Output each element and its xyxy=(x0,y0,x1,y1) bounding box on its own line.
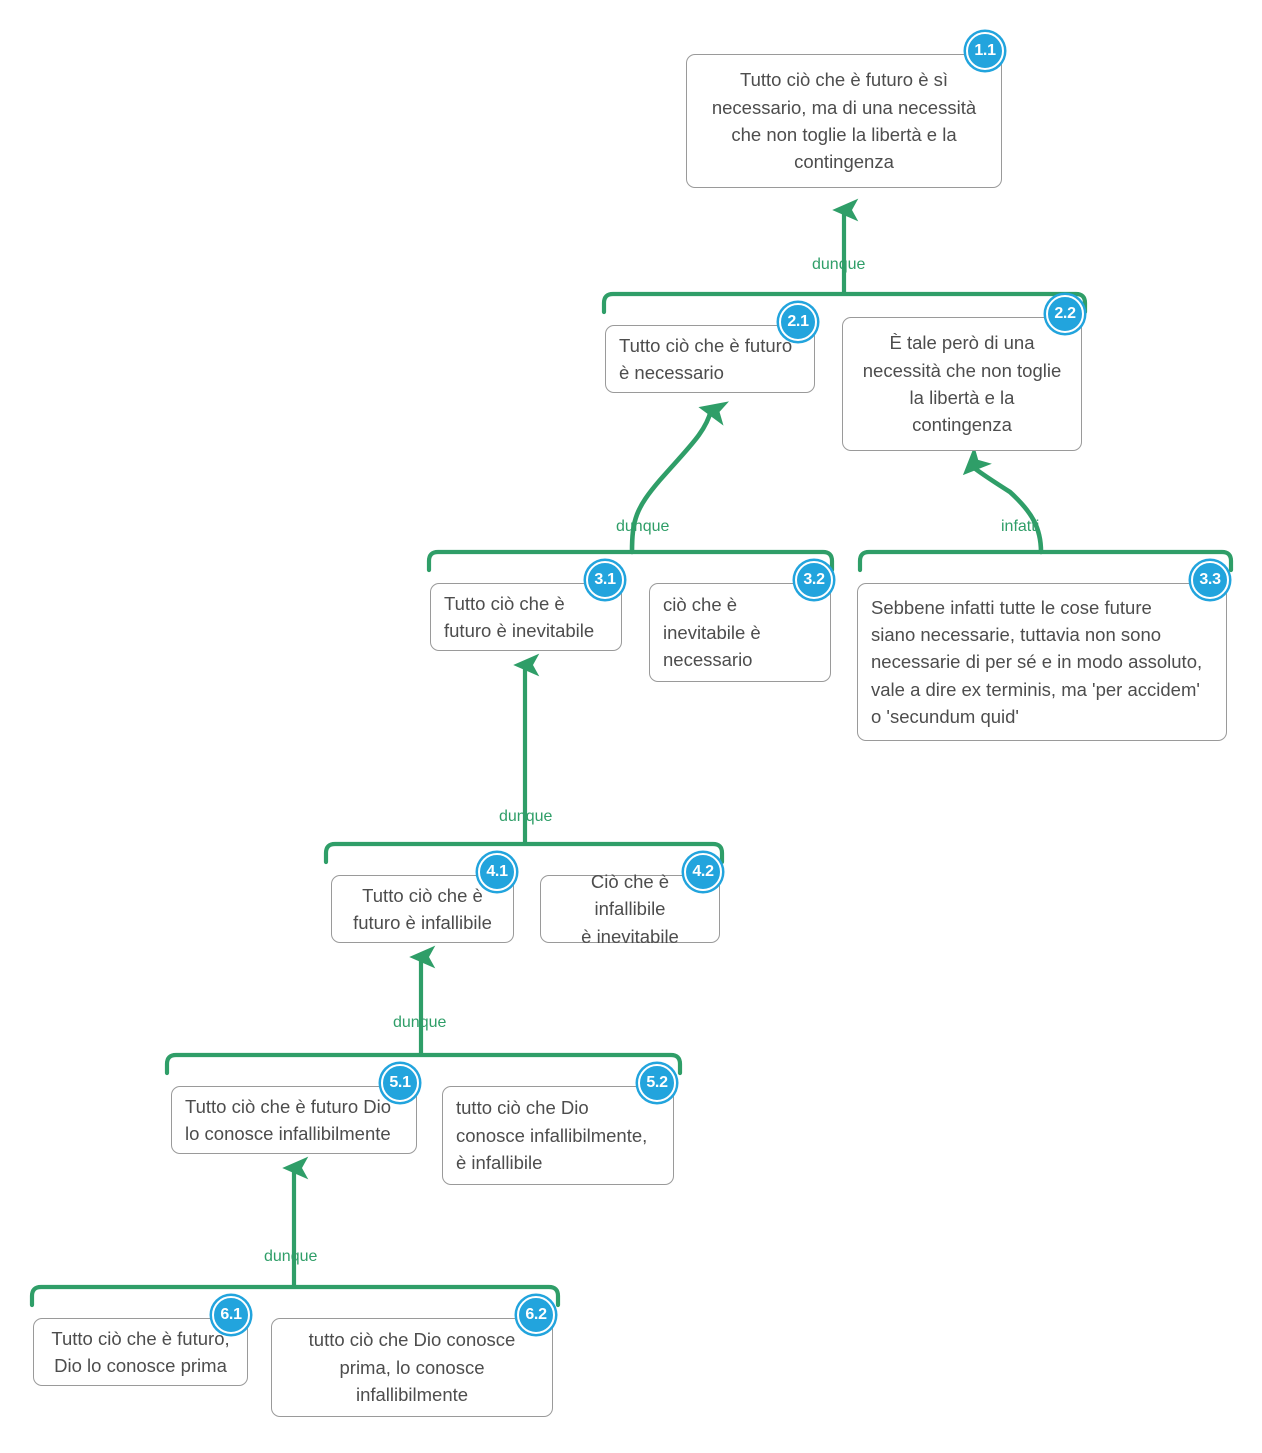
node-text-3.1: Tutto ciò che è futuro è inevitabile xyxy=(444,592,595,641)
node-6.2[interactable]: tutto ciò che Dio conosce prima, lo cono… xyxy=(271,1318,553,1417)
node-5.1[interactable]: Tutto ciò che è futuro Dio lo conosce in… xyxy=(171,1086,417,1154)
node-badge-1.1[interactable]: 1.1 xyxy=(966,32,1004,70)
node-text-5.1: Tutto ciò che è futuro Dio lo conosce in… xyxy=(185,1095,392,1144)
node-6.1[interactable]: Tutto ciò che è futuro, Dio lo conosce p… xyxy=(33,1318,248,1386)
node-text-6.1: Tutto ciò che è futuro, Dio lo conosce p… xyxy=(51,1327,230,1376)
node-5.2[interactable]: tutto ciò che Dio conosce infallibilment… xyxy=(442,1086,674,1185)
node-badge-4.2[interactable]: 4.2 xyxy=(684,853,722,891)
connector-label-c1: dunque xyxy=(812,256,866,273)
node-badge-3.2[interactable]: 3.2 xyxy=(795,561,833,599)
node-badge-5.2[interactable]: 5.2 xyxy=(638,1064,676,1102)
connector-label-c4: dunque xyxy=(499,808,553,825)
node-text-3.3: Sebbene infatti tutte le cose future sia… xyxy=(871,596,1203,728)
node-badge-3.1[interactable]: 3.1 xyxy=(586,561,624,599)
node-3.3[interactable]: Sebbene infatti tutte le cose future sia… xyxy=(857,583,1227,741)
node-3.2[interactable]: ciò che è inevitabile è necessario xyxy=(649,583,831,682)
node-text-5.2: tutto ciò che Dio conosce infallibilment… xyxy=(456,1097,648,1174)
node-text-3.2: ciò che è inevitabile è necessario xyxy=(663,594,761,671)
node-3.1[interactable]: Tutto ciò che è futuro è inevitabile xyxy=(430,583,622,651)
node-text-4.2: Ciò che è infallibile è inevitabile xyxy=(581,870,679,947)
node-2.1[interactable]: Tutto ciò che è futuro è necessario xyxy=(605,325,815,393)
node-text-2.2: È tale però di una necessità che non tog… xyxy=(862,332,1062,436)
node-2.2[interactable]: È tale però di una necessità che non tog… xyxy=(842,317,1082,451)
node-badge-4.1[interactable]: 4.1 xyxy=(478,853,516,891)
connector-c4 xyxy=(323,653,725,865)
connector-label-c3: infatti xyxy=(1001,518,1040,535)
node-badge-3.3[interactable]: 3.3 xyxy=(1191,561,1229,599)
connector-c3 xyxy=(857,446,1234,573)
node-badge-6.1[interactable]: 6.1 xyxy=(212,1296,250,1334)
connector-c6 xyxy=(29,1156,561,1308)
node-4.1[interactable]: Tutto ciò che è futuro è infallibile xyxy=(331,875,514,943)
node-1.1[interactable]: Tutto ciò che è futuro è sì necessario, … xyxy=(686,54,1002,188)
node-badge-2.1[interactable]: 2.1 xyxy=(779,303,817,341)
connector-label-c6: dunque xyxy=(264,1248,318,1265)
node-badge-6.2[interactable]: 6.2 xyxy=(517,1296,555,1334)
connector-c2 xyxy=(426,401,835,573)
node-text-4.1: Tutto ciò che è futuro è infallibile xyxy=(353,884,492,933)
node-badge-2.2[interactable]: 2.2 xyxy=(1046,295,1084,333)
connector-label-c5: dunque xyxy=(393,1014,447,1031)
node-text-2.1: Tutto ciò che è futuro è necessario xyxy=(619,334,793,383)
connector-label-c2: dunque xyxy=(616,518,670,535)
node-text-6.2: tutto ciò che Dio conosce prima, lo cono… xyxy=(308,1329,516,1406)
node-badge-5.1[interactable]: 5.1 xyxy=(381,1064,419,1102)
node-text-1.1: Tutto ciò che è futuro è sì necessario, … xyxy=(711,69,977,173)
